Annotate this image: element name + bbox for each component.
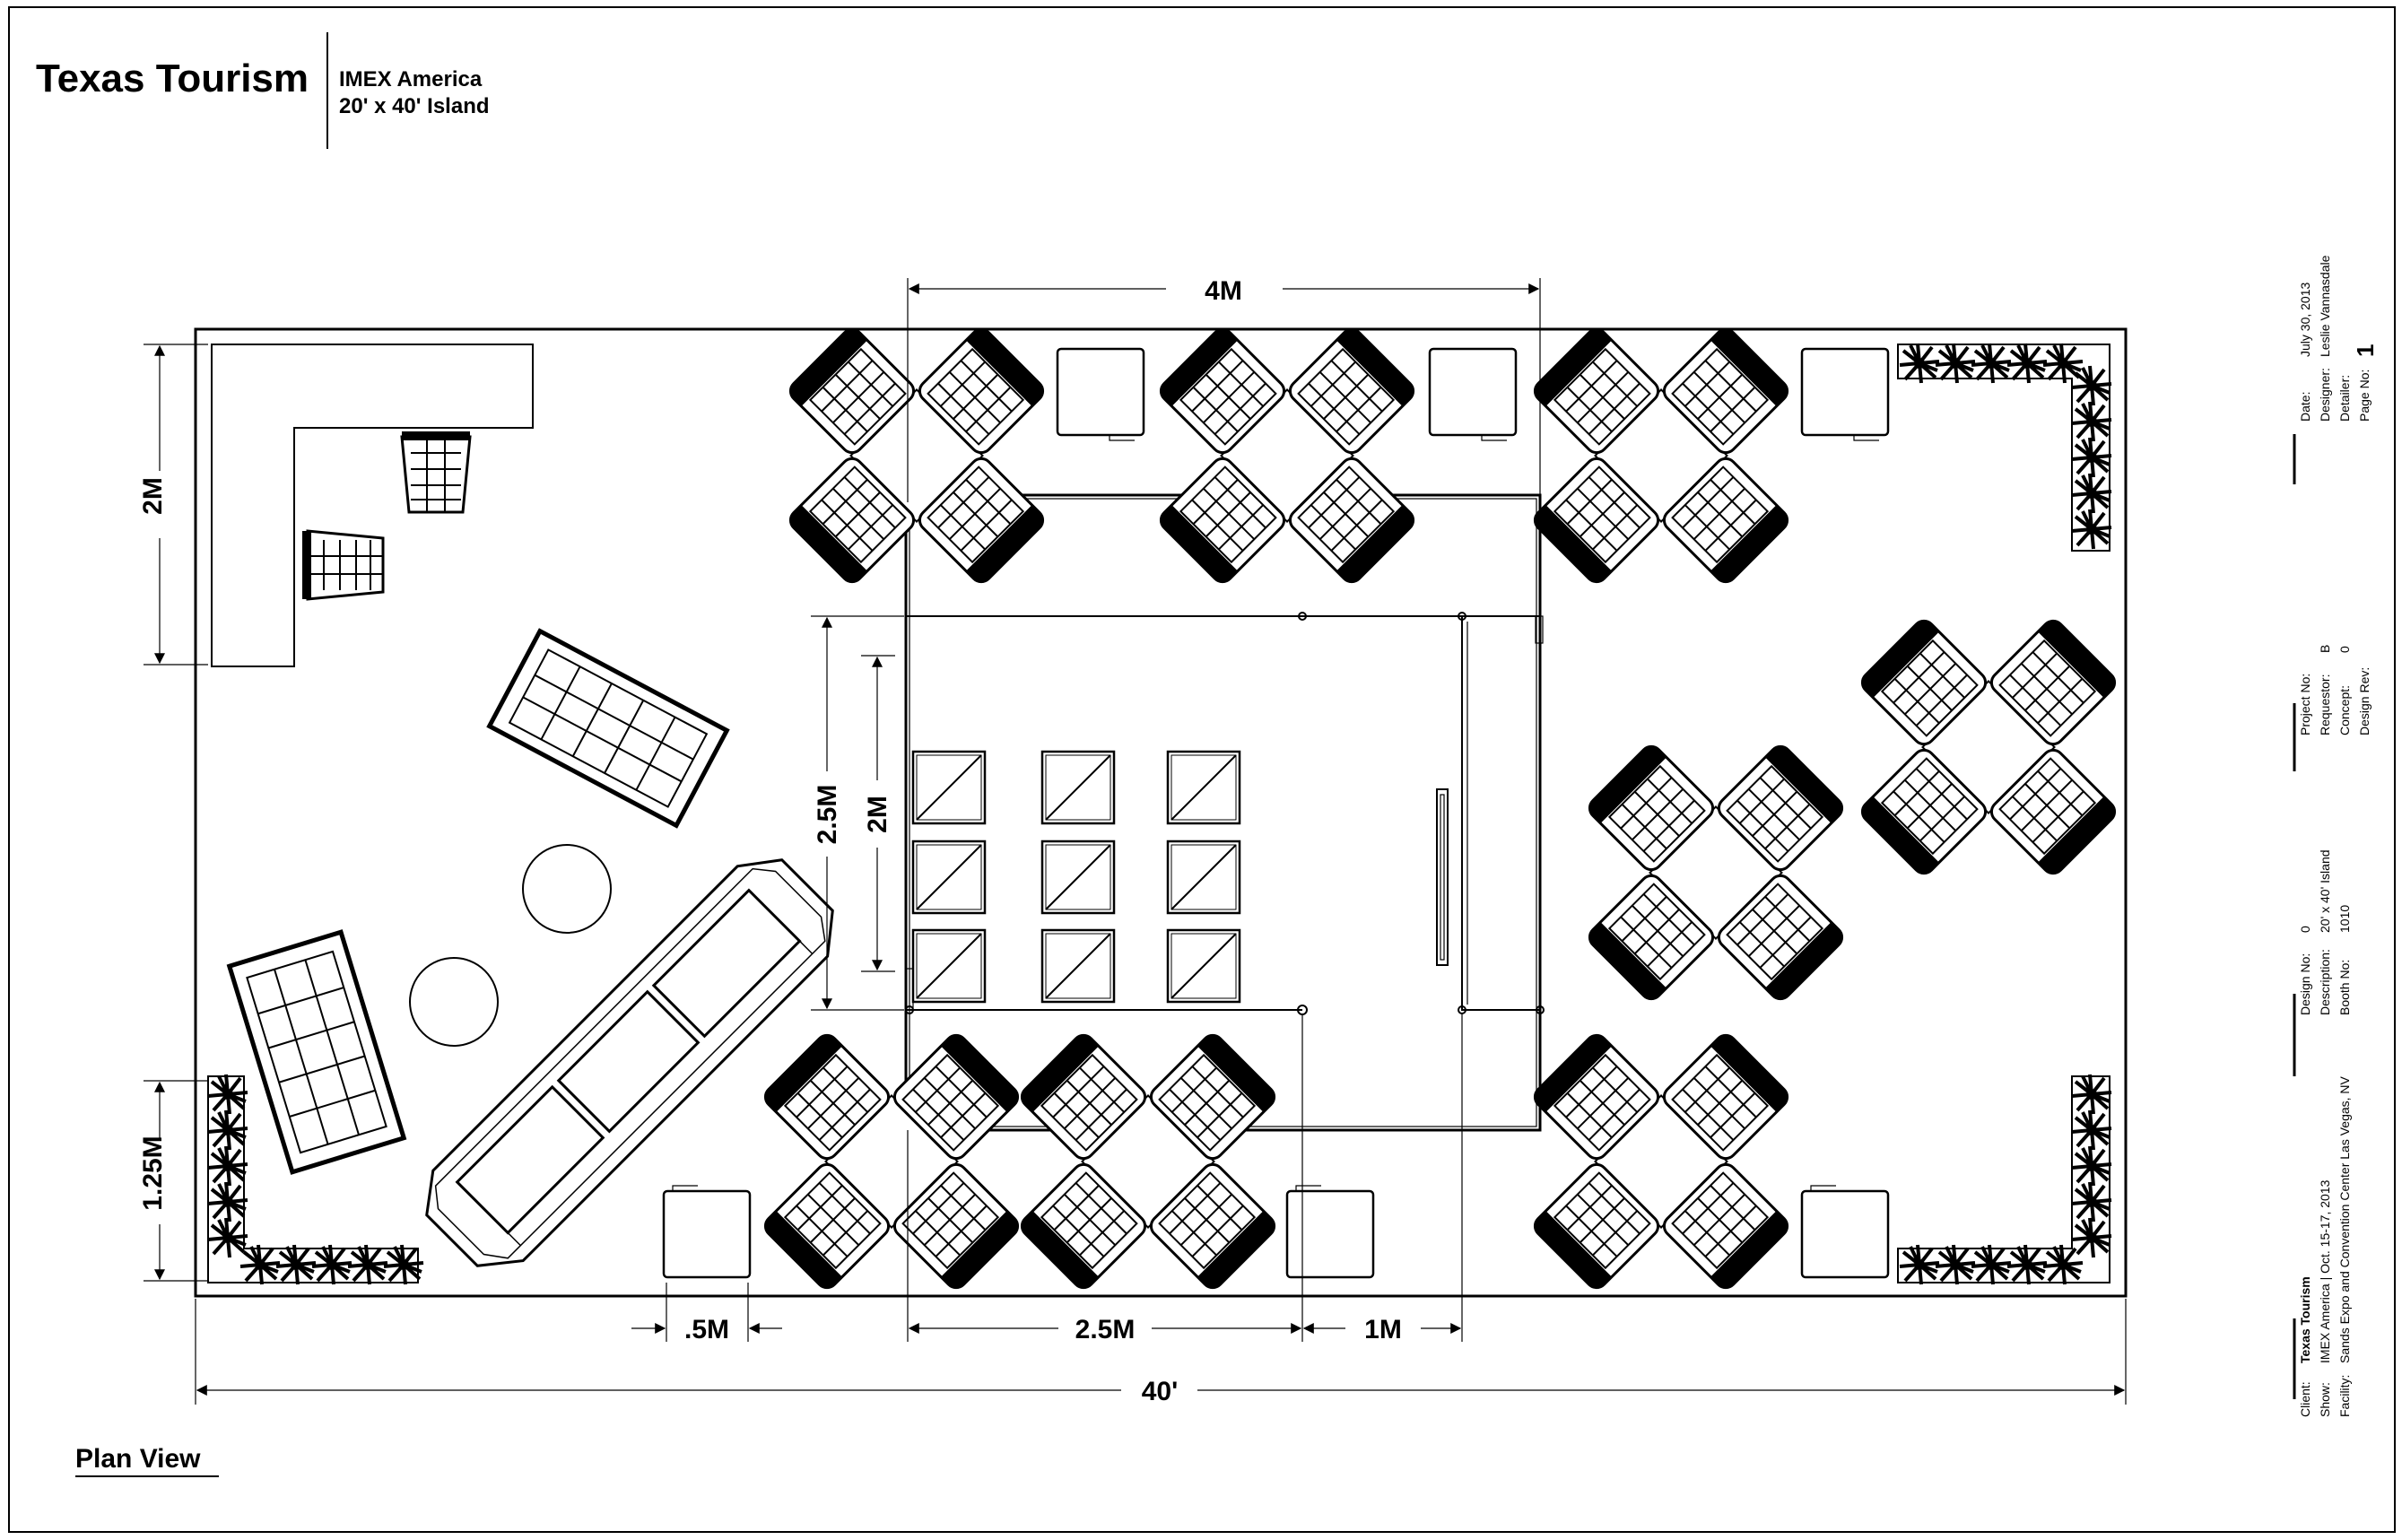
- dimension-left-upper: 2M: [138, 344, 208, 666]
- seating-pod-right-1: [1858, 616, 2119, 877]
- title-block: Date: July 30, 2013 Designer: Leslie Van…: [2293, 255, 2379, 1417]
- lounge-bench: [226, 929, 407, 1175]
- round-side-table: [522, 844, 612, 934]
- dimension-top-width: 4M: [907, 276, 1541, 502]
- square-table: [1428, 347, 1518, 441]
- square-table: [662, 1185, 752, 1279]
- sheet-border: [8, 6, 2396, 1533]
- square-table: [1800, 1185, 1890, 1279]
- square-table: [1800, 347, 1890, 441]
- title-block-dates: Date: July 30, 2013 Designer: Leslie Van…: [2293, 255, 2379, 484]
- bar-stool: [400, 431, 472, 514]
- sectional-sofa: [425, 858, 834, 1267]
- bar-stool: [302, 529, 385, 601]
- seating-pod-bottom-2: [1017, 1031, 1278, 1292]
- svg-text:Description:: Description:: [2318, 949, 2332, 1015]
- svg-text:Project No:: Project No:: [2298, 674, 2312, 735]
- svg-text:0: 0: [2298, 926, 2312, 933]
- svg-text:B: B: [2318, 645, 2332, 653]
- client-title: Texas Tourism: [36, 57, 309, 100]
- svg-text:Page No:: Page No:: [2357, 370, 2372, 422]
- booth-size: 20' x 40' Island: [339, 94, 490, 118]
- title-block-design: Design No: 0 Description: 20' x 40' Isla…: [2293, 849, 2352, 1076]
- booth-outline: [194, 327, 2128, 1298]
- svg-text:Texas Tourism: Texas Tourism: [2298, 1276, 2312, 1363]
- title-block-client: Client: Texas Tourism Show: IMEX America…: [2293, 1075, 2352, 1417]
- dimension-overall-width: 40': [195, 1299, 2127, 1406]
- svg-text:Concept:: Concept:: [2337, 685, 2352, 735]
- svg-text:2M: 2M: [138, 477, 168, 515]
- svg-text:Designer:: Designer:: [2318, 368, 2332, 422]
- svg-text:IMEX America | Oct. 15-17, 201: IMEX America | Oct. 15-17, 2013: [2318, 1179, 2332, 1363]
- dimension-left-lower: 1.25M: [138, 1080, 208, 1282]
- svg-text:Date:: Date:: [2298, 392, 2312, 422]
- square-table: [1285, 1185, 1375, 1279]
- ottoman-grid: [911, 750, 1241, 1004]
- svg-text:1M: 1M: [1364, 1315, 1402, 1344]
- round-side-table: [409, 957, 499, 1047]
- svg-text:.5M: .5M: [684, 1315, 729, 1344]
- bar-counter: [211, 344, 534, 667]
- seating-pod-top-1: [786, 325, 1047, 586]
- svg-text:Facility:: Facility:: [2337, 1375, 2352, 1417]
- svg-text:4M: 4M: [1205, 276, 1242, 306]
- square-table: [1056, 347, 1145, 441]
- seating-pod-top-2: [1156, 325, 1417, 586]
- svg-text:Design No:: Design No:: [2298, 953, 2312, 1015]
- svg-text:2.5M: 2.5M: [1075, 1315, 1136, 1344]
- seating-pod-bottom-3: [1530, 1031, 1791, 1292]
- svg-text:1.25M: 1.25M: [138, 1135, 168, 1210]
- svg-text:2.5M: 2.5M: [813, 785, 842, 845]
- svg-text:Booth No:: Booth No:: [2337, 960, 2352, 1015]
- svg-text:Detailer:: Detailer:: [2337, 375, 2352, 422]
- seating-pod-top-3: [1530, 325, 1791, 586]
- svg-text:0: 0: [2337, 646, 2352, 653]
- planter-bottom-left: [206, 1073, 425, 1286]
- show-name: IMEX America: [339, 67, 483, 91]
- svg-text:Leslie Vannasdale: Leslie Vannasdale: [2318, 255, 2332, 357]
- svg-text:Requestor:: Requestor:: [2318, 674, 2332, 735]
- seating-pod-bottom-1: [761, 1031, 1022, 1292]
- svg-text:Client:: Client:: [2298, 1381, 2312, 1417]
- dimension-inner-height: 2.5M 2M: [811, 615, 904, 1011]
- lounge-bench: [486, 628, 730, 829]
- svg-text:1: 1: [2352, 344, 2379, 357]
- svg-text:Show:: Show:: [2318, 1382, 2332, 1417]
- svg-text:Design Rev:: Design Rev:: [2357, 667, 2372, 735]
- svg-text:1010: 1010: [2337, 905, 2352, 933]
- dimension-bottom-segments: .5M 2.5M 1M: [631, 1014, 1463, 1344]
- svg-text:July 30, 2013: July 30, 2013: [2298, 283, 2312, 357]
- title-block-project: Project No: Requestor: B Concept: 0 Desi…: [2293, 645, 2372, 771]
- planter-top-right: [1897, 342, 2113, 552]
- plan-view-label: Plan View: [75, 1444, 201, 1474]
- svg-text:20' x 40' Island: 20' x 40' Island: [2318, 849, 2332, 933]
- svg-text:40': 40': [1142, 1377, 1179, 1406]
- svg-text:Sands Expo and Convention Cent: Sands Expo and Convention Center Las Veg…: [2337, 1075, 2352, 1363]
- svg-text:2M: 2M: [863, 796, 892, 833]
- seating-pod-mid: [1585, 742, 1846, 1003]
- planter-bottom-right: [1897, 1073, 2113, 1286]
